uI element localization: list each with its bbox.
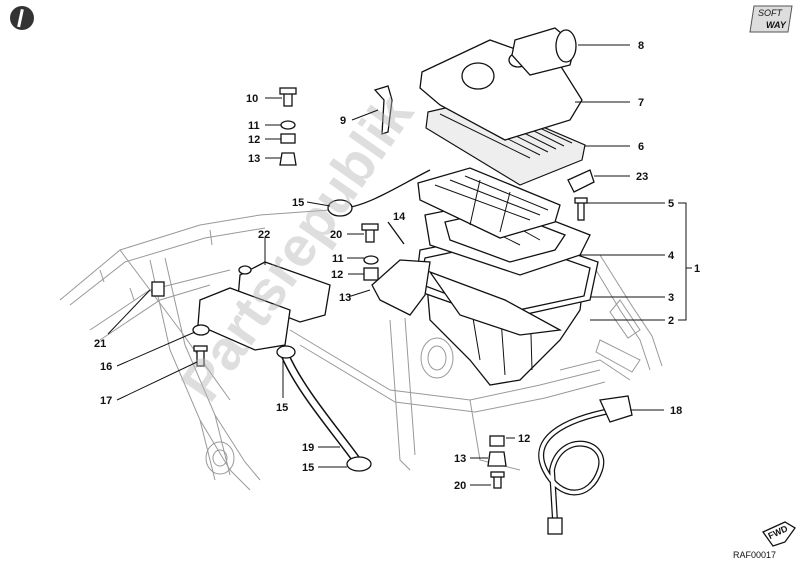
bolt-17 bbox=[193, 345, 208, 367]
mount-hardware-bottom bbox=[487, 435, 507, 489]
callout-11-mid: 11 bbox=[332, 253, 344, 265]
cover-screw bbox=[574, 197, 588, 221]
filter-grid bbox=[417, 167, 561, 239]
brand-circle-icon bbox=[10, 6, 34, 30]
leader-lines bbox=[107, 44, 692, 486]
forward-arrow-icon: FWD bbox=[762, 521, 796, 547]
callout-20-top: 20 bbox=[330, 229, 342, 241]
drain-hose-19 bbox=[276, 345, 372, 472]
callout-13-bottom: 13 bbox=[454, 453, 466, 465]
callout-5: 5 bbox=[668, 198, 674, 210]
callout-9: 9 bbox=[340, 115, 346, 127]
callout-13-mid: 13 bbox=[339, 292, 351, 304]
callout-16: 16 bbox=[100, 361, 112, 373]
logo-line1: SOFT bbox=[758, 8, 784, 18]
intake-duct bbox=[511, 27, 577, 76]
callout-15-bottom: 15 bbox=[302, 462, 314, 474]
resonator-box-lower bbox=[197, 265, 291, 351]
breather-tube-18 bbox=[538, 395, 633, 535]
softway-logo: SOFT WAY bbox=[749, 5, 793, 33]
breather-hose bbox=[344, 169, 431, 209]
callout-18: 18 bbox=[670, 405, 682, 417]
callout-12-top: 12 bbox=[248, 134, 260, 146]
hose-clamp-top bbox=[327, 199, 353, 217]
callout-3: 3 bbox=[668, 292, 674, 304]
mount-hardware-left bbox=[279, 87, 297, 166]
grommet-21 bbox=[151, 281, 165, 297]
callout-labels: 8 7 6 23 5 4 1 3 2 10 11 12 13 9 15 14 2… bbox=[94, 40, 700, 492]
callout-12-bottom: 12 bbox=[518, 433, 530, 445]
callout-15-mid: 15 bbox=[276, 402, 288, 414]
callout-2: 2 bbox=[668, 315, 674, 327]
callout-13-top: 13 bbox=[248, 153, 260, 165]
callout-17: 17 bbox=[100, 395, 112, 407]
callout-22: 22 bbox=[258, 229, 270, 241]
callout-10: 10 bbox=[246, 93, 258, 105]
callout-14: 14 bbox=[393, 211, 406, 223]
clip-part bbox=[373, 85, 393, 135]
callout-11-top: 11 bbox=[248, 120, 260, 132]
breather-fitting bbox=[567, 169, 595, 193]
watermark-text: Partsrepublik bbox=[168, 82, 425, 412]
callout-1: 1 bbox=[694, 263, 700, 275]
callout-15-top: 15 bbox=[292, 197, 304, 209]
callout-23: 23 bbox=[636, 171, 648, 183]
callout-4: 4 bbox=[668, 250, 675, 262]
callout-6: 6 bbox=[638, 141, 644, 153]
callout-8: 8 bbox=[638, 40, 644, 52]
washer-16 bbox=[192, 324, 210, 336]
callout-19: 19 bbox=[302, 442, 314, 454]
hose-pipe-14 bbox=[387, 221, 405, 245]
callout-7: 7 bbox=[638, 97, 644, 109]
drawing-code: RAF00017 bbox=[733, 550, 776, 560]
logo-line2: WAY bbox=[766, 20, 787, 30]
mount-hardware-center bbox=[361, 223, 431, 316]
callout-20-bottom: 20 bbox=[454, 480, 466, 492]
callout-21: 21 bbox=[94, 338, 106, 350]
callout-12-mid: 12 bbox=[331, 269, 343, 281]
